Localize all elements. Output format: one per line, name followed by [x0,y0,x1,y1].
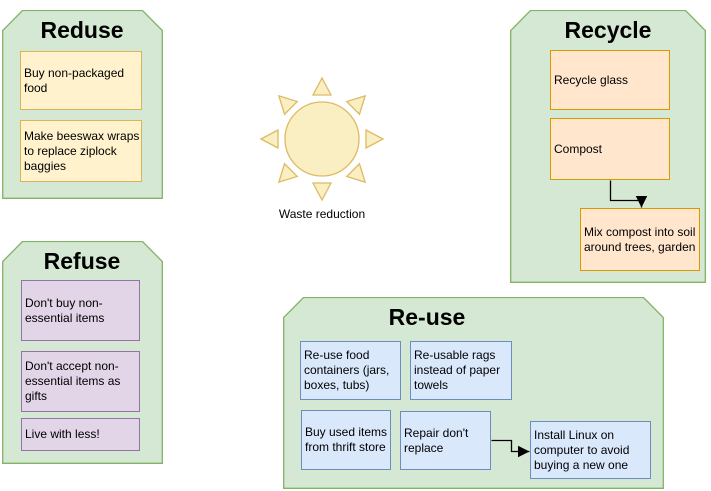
note-compost: Compost [550,118,670,180]
note-install-linux: Install Linux on computer to avoid buyin… [530,421,651,479]
note-buy-used-items: Buy used items from thrift store [301,410,391,470]
note-live-with-less: Live with less! [21,418,140,451]
note-reusable-rags: Re-usable rags instead of paper towels [410,341,512,400]
note-reuse-food-containers: Re-use food containers (jars, boxes, tub… [300,341,401,400]
group-reduse-title: Reduse [40,17,124,43]
note-mix-compost-into-soil: Mix compost into soil around trees, gard… [580,208,700,271]
sun-circle [284,101,360,177]
group-recycle-title: Recycle [564,17,652,43]
group-refuse-title: Refuse [43,248,121,274]
sun-ray [311,76,333,96]
note-recycle-glass: Recycle glass [550,50,670,110]
group-reuse-title: Re-use [388,304,466,330]
note-buy-non-packaged-food: Buy non-packaged food [20,51,142,110]
note-repair-dont-replace: Repair don't replace [400,411,491,470]
note-dont-buy-non-essential: Don't buy non- essential items [21,280,140,341]
note-dont-accept-non-essential: Don't accept non- essential items as gif… [21,351,140,412]
note-beeswax-wraps: Make beeswax wraps to replace ziplock ba… [20,120,142,182]
sun-icon [260,76,384,201]
center-label: Waste reduction [278,207,366,221]
